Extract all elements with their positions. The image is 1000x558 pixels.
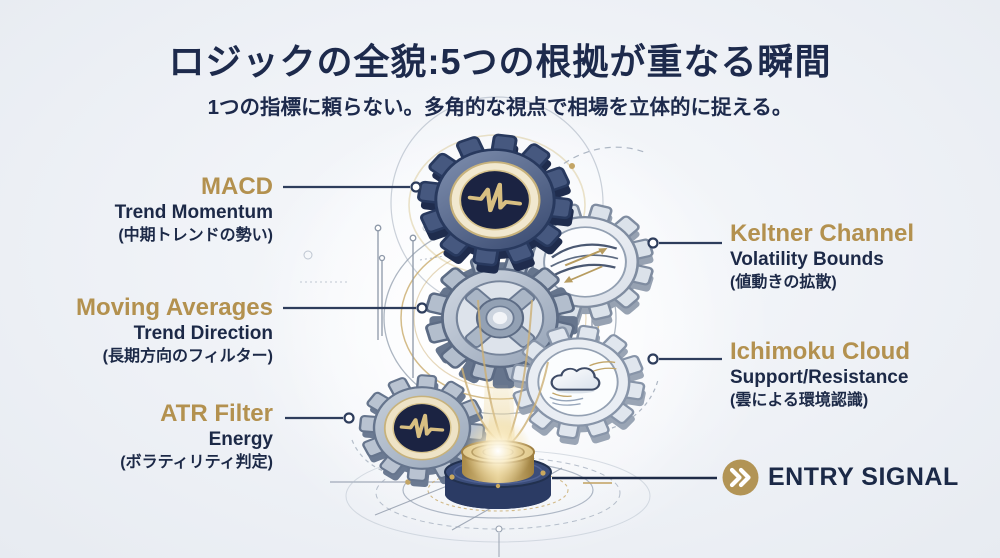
indicator-label-keltner-channel: Keltner Channel Volatility Bounds (値動きの拡…	[730, 221, 914, 294]
connector-lines	[283, 181, 722, 480]
indicator-note: (中期トレンドの勢い)	[118, 227, 273, 244]
indicator-name: Moving Averages	[76, 294, 273, 321]
indicator-label-moving-averages: Moving Averages Trend Direction (長期方向のフィ…	[76, 295, 273, 368]
indicator-name: MACD	[201, 173, 273, 200]
ichimoku-gear	[500, 315, 657, 454]
macd-gear	[407, 125, 584, 282]
page-subtitle: 1つの指標に頼らない。多角的な視点で相場を立体的に捉える。	[207, 96, 793, 119]
entry-pedestal	[444, 417, 552, 509]
entry-signal: ENTRY SIGNAL	[722, 459, 959, 496]
indicator-label-atr-filter: ATR Filter Energy (ボラティリティ判定)	[120, 401, 273, 474]
indicator-note: (値動きの拡散)	[730, 274, 837, 291]
indicator-name: Keltner Channel	[730, 220, 915, 247]
channel-lines-icon	[550, 243, 619, 283]
moving-averages-gear	[407, 239, 593, 397]
spoked-hub-icon	[464, 288, 536, 348]
indicator-note: (雲による環境認識)	[730, 392, 869, 409]
indicator-role: Trend Direction	[133, 323, 273, 344]
atr-gear	[353, 369, 492, 492]
page-title: ロジックの全貌:5つの根拠が重なる瞬間	[168, 41, 832, 82]
indicator-role: Trend Momentum	[114, 202, 273, 223]
indicator-label-ichimoku-cloud: Ichimoku Cloud Support/Resistance (雲による環…	[730, 339, 910, 412]
cloud-icon	[549, 361, 617, 406]
indicator-role: Support/Resistance	[730, 367, 909, 388]
indicator-name: Ichimoku Cloud	[730, 338, 910, 365]
entry-signal-label: ENTRY SIGNAL	[768, 463, 959, 491]
indicator-role: Volatility Bounds	[730, 249, 884, 270]
indicator-note: (長期方向のフィルター)	[102, 348, 273, 365]
indicator-name: ATR Filter	[160, 400, 273, 427]
double-chevron-right-icon	[722, 459, 759, 496]
indicator-note: (ボラティリティ判定)	[120, 454, 273, 471]
indicator-label-macd: MACD Trend Momentum (中期トレンドの勢い)	[115, 174, 273, 247]
glow	[464, 417, 532, 485]
indicator-role: Energy	[208, 429, 273, 450]
